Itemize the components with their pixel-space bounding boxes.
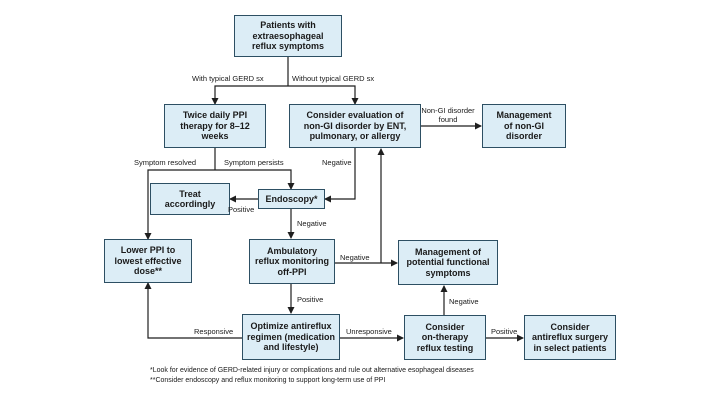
node-twice-daily-ppi: Twice daily PPI therapy for 8–12 weeks [164,104,266,148]
node-management-non-gi: Management of non-GI disorder [482,104,566,148]
node-endoscopy: Endoscopy* [258,189,325,209]
label-unresponsive: Unresponsive [346,327,392,336]
label-negative-endoscopy: Negative [297,219,327,228]
label-without-typical: Without typical GERD sx [292,74,375,83]
label-negative-testing: Negative [449,297,479,306]
node-lower-ppi: Lower PPI to lowest effective dose** [104,239,192,283]
connector-to-lower-ppi [144,169,215,240]
label-negative-eval: Negative [322,158,352,167]
label-symptom-resolved: Symptom resolved [134,158,197,167]
node-ambulatory-monitoring: Ambulatory reflux monitoring off-PPI [249,239,335,284]
node-treat-accordingly: Treat accordingly [150,183,230,215]
label-non-gi-found: Non-GI disorder found [421,106,475,124]
connector-to-twice-daily [211,85,288,105]
label-symptom-persists: Symptom persists [224,158,284,167]
connector-optimize-to-lower-ppi [144,282,242,339]
connector-to-endoscopy-from-ppi [215,169,295,190]
label-positive-ambulatory: Positive [297,295,324,304]
node-consider-evaluation: Consider evaluation of non-GI disorder b… [289,104,421,148]
label-with-typical: With typical GERD sx [192,74,264,83]
connector-to-consider-eval [288,85,359,105]
label-negative-ambulatory: Negative [340,253,370,262]
connector-eval-negative-to-endoscopy [324,148,356,203]
label-responsive: Responsive [194,327,234,336]
node-patients: Patients with extraesophageal reflux sym… [234,15,342,57]
node-on-therapy-testing: Consider on-therapy reflux testing [404,315,486,360]
node-antireflux-surgery: Consider antireflux surgery in select pa… [524,315,616,360]
node-management-functional: Management of potential functional sympt… [398,240,498,285]
footnote-ppi: **Consider endoscopy and reflux monitori… [150,377,386,384]
label-positive-endoscopy: Positive [228,205,255,214]
node-optimize-antireflux: Optimize antireflux regimen (medication … [242,314,340,360]
label-positive-testing: Positive [491,327,518,336]
footnote-endoscopy: *Look for evidence of GERD-related injur… [150,367,474,374]
